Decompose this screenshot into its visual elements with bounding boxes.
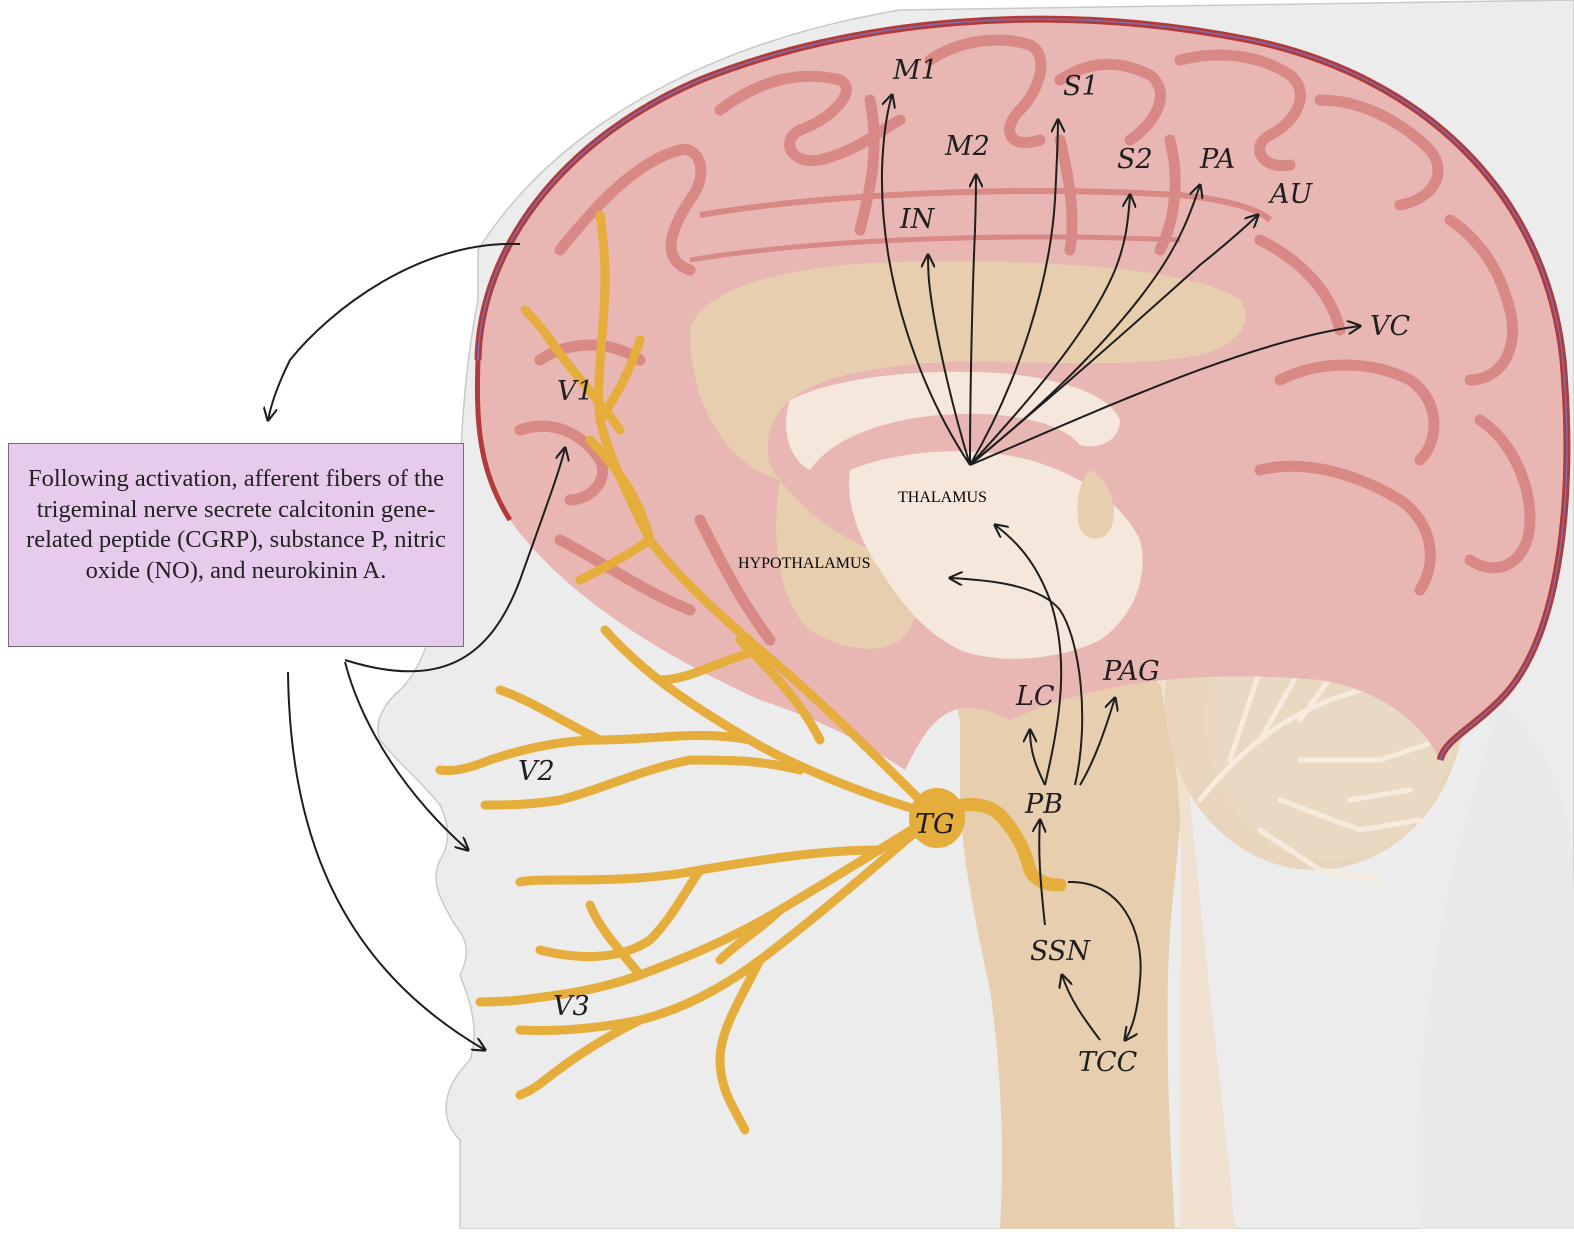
label-in: IN (899, 204, 936, 235)
label-s2: S2 (1117, 144, 1153, 175)
arrow-thalamus-vc (969, 326, 1360, 466)
arrow-note-to-v1 (344, 448, 565, 673)
arrow-pb-pag (1079, 698, 1115, 786)
cgrp-note-text: Following activation, afferent fibers of… (26, 465, 446, 584)
arrow-ssn-pb (1039, 820, 1045, 926)
label-m1: M1 (892, 55, 938, 86)
arrow-thalamus-in (928, 255, 971, 466)
label-pb: PB (1024, 789, 1063, 820)
label-lc: LC (1015, 681, 1055, 712)
label-tg: TG (915, 809, 955, 840)
arrow-note-to-jaw (287, 671, 485, 1050)
brain-folds (514, 34, 1536, 646)
corpus-callosum (690, 261, 1246, 659)
label-v2: V2 (518, 756, 555, 787)
label-ssn: SSN (1030, 936, 1092, 967)
label-tcc: TCC (1078, 1047, 1138, 1078)
arrow-note-to-face (344, 661, 468, 850)
label-pa: PA (1199, 144, 1235, 175)
label-au: AU (1267, 179, 1313, 210)
arrow-tcc-ssn (1062, 975, 1101, 1041)
arrow-thalamus-s1 (969, 120, 1058, 466)
label-pag: PAG (1102, 656, 1160, 687)
arrow-meninges-to-note (268, 242, 521, 420)
arrow-thalamus-m2 (970, 175, 976, 466)
arrow-pb-hypothalamus (950, 578, 1084, 786)
trigeminal-nerve (435, 210, 1067, 1135)
label-v1: V1 (557, 376, 594, 407)
arrow-thalamus-m1 (880, 95, 971, 466)
brainstem (958, 538, 1235, 1229)
arrow-pb-thalamus (995, 525, 1063, 786)
label-vc: VC (1370, 311, 1410, 342)
label-m2: M2 (944, 131, 990, 162)
cgrp-note-box: Following activation, afferent fibers of… (8, 443, 464, 647)
region-labels: M1 S1 M2 S2 PA AU IN VC THALAMUS HYPOTHA… (518, 55, 1410, 1078)
label-s1: S1 (1063, 71, 1099, 102)
label-thalamus: THALAMUS (898, 489, 987, 506)
label-v3: V3 (553, 991, 590, 1022)
arrow-thalamus-au (969, 215, 1258, 466)
label-hypothalamus: HYPOTHALAMUS (738, 555, 870, 572)
projection-arrows (268, 95, 1360, 1050)
arrow-loop-tcc (1067, 880, 1142, 1040)
arrow-thalamus-s2 (969, 195, 1130, 466)
arrow-pb-lc (1030, 730, 1046, 786)
